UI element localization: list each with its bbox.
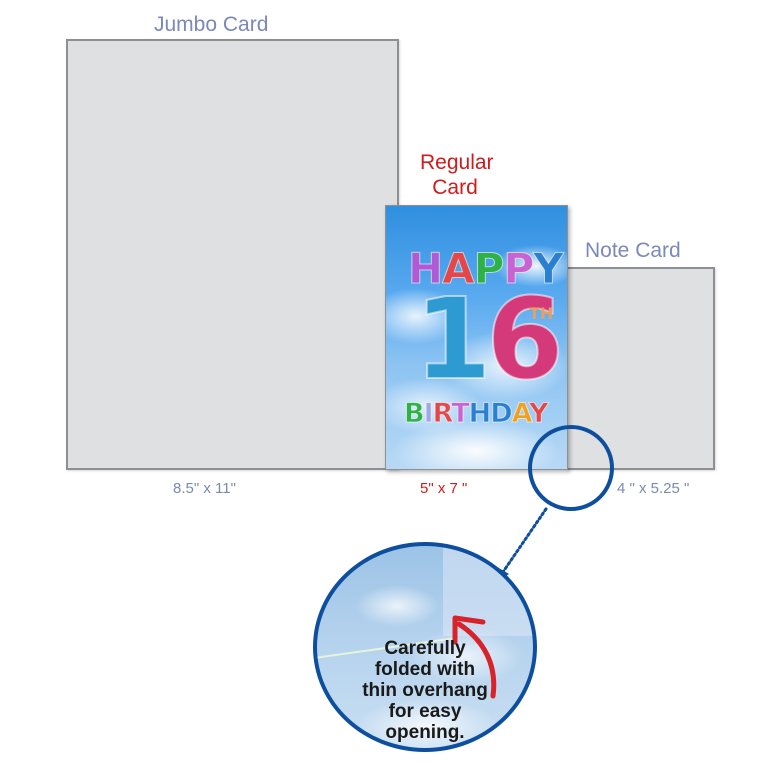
letter: A [442,244,475,294]
jumbo-card-title: Jumbo Card [154,13,269,36]
magnify-circle-small [528,425,614,511]
magnify-circle-large: Carefully folded with thin overhang for … [313,542,537,752]
letter: Y [533,244,564,294]
letter: A [511,398,530,430]
callout-line: folded with [374,659,476,680]
regular-card-title-line1: Regular [420,151,494,174]
letter: D [490,398,513,430]
letter: R [432,398,453,430]
callout-line: thin overhang [362,680,488,701]
regular-card-title: Regular Card [420,150,494,200]
letter: H [468,398,492,430]
digit: 1 [413,275,493,405]
callout-line: opening. [385,722,465,743]
callout-line: Carefully [384,638,466,659]
birthday-text: BIRTHDAY [404,398,550,430]
note-card-title: Note Card [585,239,681,262]
note-card-size: 4 " x 5.25 " [617,480,690,497]
fold-flap [443,546,533,636]
letter: T [451,398,470,430]
digit: 6 [485,275,565,405]
letter: Y [528,398,549,430]
jumbo-card-outline [66,39,399,470]
letter: P [473,244,505,294]
callout-text: Carefully folded with thin overhang for … [317,638,533,743]
letter: P [503,244,535,294]
happy-text: HAPPY [407,244,564,294]
regular-card-image: HAPPY 16 TH BIRTHDAY [385,205,568,470]
curved-arrow-icon [452,615,497,699]
regular-card-title-line2: Card [432,176,478,199]
callout-line: for easy [388,701,462,722]
ordinal-suffix: TH [529,304,554,323]
letter: B [404,398,426,430]
letter: I [423,398,434,430]
regular-card-size: 5" x 7 " [420,480,468,497]
number-16: 16 [413,283,565,397]
jumbo-card-size: 8.5" x 11" [173,480,236,497]
letter: H [407,244,443,294]
